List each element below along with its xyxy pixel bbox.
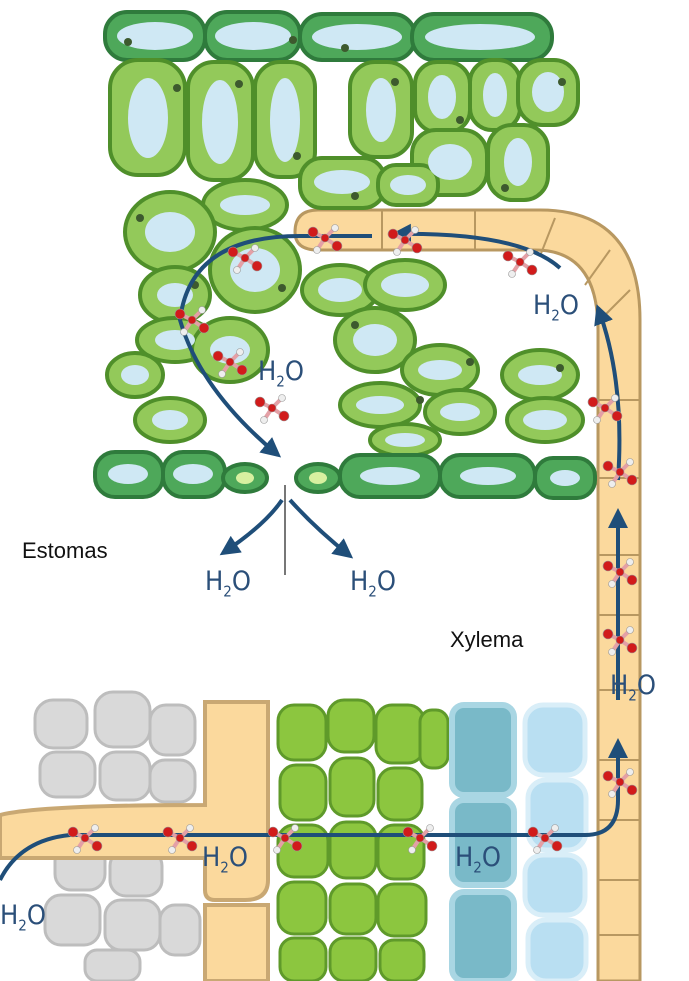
water-label-root-hair: H2O (202, 842, 248, 876)
water-label-xylem-top: H2O (533, 290, 579, 324)
upper-epidermis (105, 12, 552, 60)
flow-arrow-stoma-right (290, 500, 350, 556)
water-label-stoma-right: H2O (350, 566, 396, 600)
water-label-soil: H2O (0, 900, 46, 934)
lower-epidermis (95, 452, 595, 498)
stomata-label: Estomas (22, 538, 108, 564)
water-label-endodermis: H2O (455, 842, 501, 876)
water-label-xylem-bottom: H2O (610, 670, 656, 704)
xylem-label: Xylema (450, 627, 523, 653)
flow-arrow-stoma-left (223, 500, 282, 553)
guard-cells (223, 464, 340, 492)
water-label-stoma-left: H2O (205, 566, 251, 600)
water-molecule-icon (503, 249, 537, 278)
water-label-leaf: H2O (258, 356, 304, 390)
water-molecule-icon (255, 395, 289, 424)
